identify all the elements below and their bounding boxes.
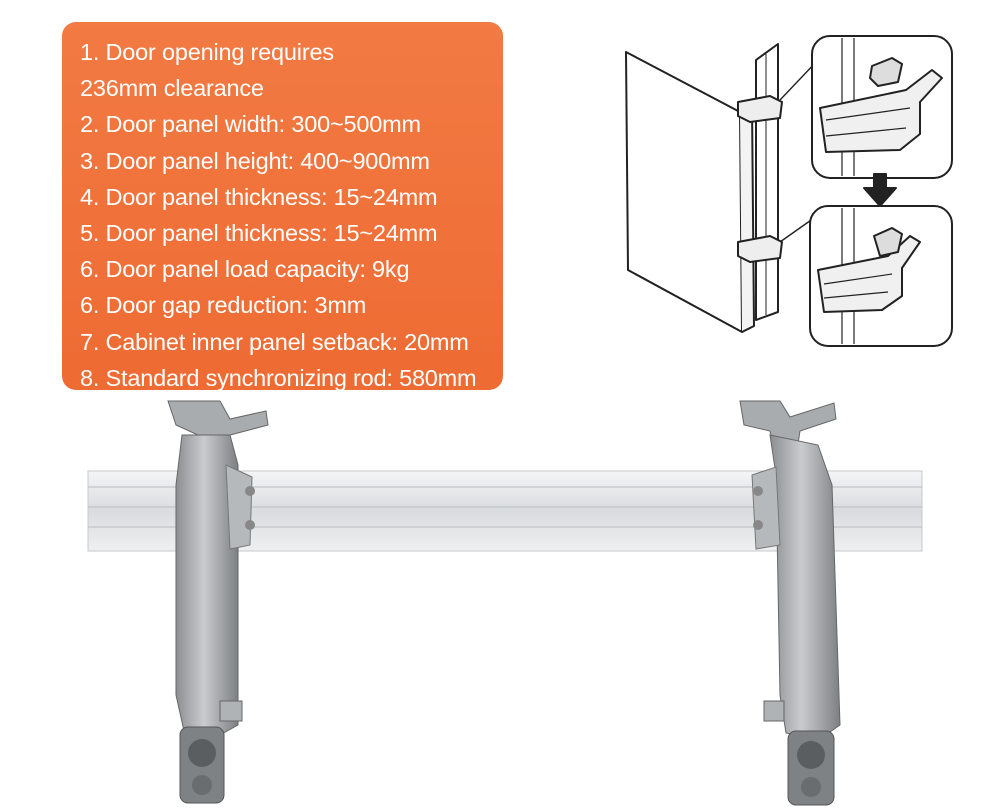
- spec-line-6a: 6. Door panel load capacity: 9kg: [80, 256, 410, 283]
- spec-line-4: 4. Door panel thickness: 15~24mm: [80, 183, 438, 210]
- spec-line-8: 8. Standard synchronizing rod: 580mm: [80, 364, 477, 391]
- product-illustration: [87, 400, 923, 806]
- spec-line-1: 1. Door opening requires: [80, 39, 334, 65]
- specifications-card: 1. Door opening requires 236mm clearance…: [62, 22, 503, 391]
- spec-line-7: 7. Cabinet inner panel setback: 20mm: [80, 328, 469, 355]
- installation-diagram: [625, 35, 953, 347]
- spec-line-1-continued: 236mm clearance: [80, 75, 264, 102]
- spec-line-5: 5. Door panel thickness: 15~24mm: [80, 220, 438, 247]
- spec-line-3: 3. Door panel height: 400~900mm: [80, 147, 430, 174]
- spec-line-2: 2. Door panel width: 300~500mm: [80, 111, 421, 138]
- spec-line-6b: 6. Door gap reduction: 3mm: [80, 292, 367, 319]
